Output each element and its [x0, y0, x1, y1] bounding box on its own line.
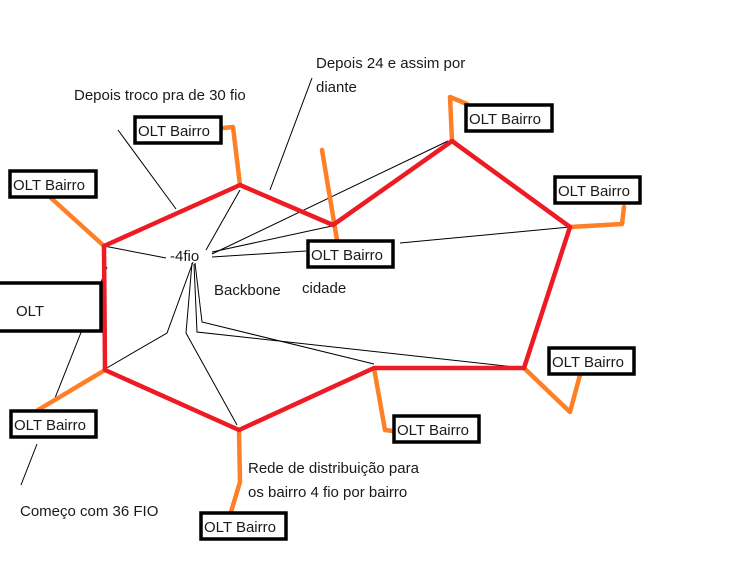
olt-main-label: OLT: [16, 303, 44, 320]
annotation-rede-line1: Rede de distribuição para: [248, 460, 420, 477]
olt-bairro-box: OLT Bairro: [464, 103, 554, 133]
olt-bairro-box: OLT Bairro: [133, 115, 223, 145]
olt-bairro-box: OLT Bairro: [553, 175, 642, 205]
olt-bairro-box: OLT Bairro: [392, 414, 481, 444]
olt-bairro-label: OLT Bairro: [558, 183, 630, 200]
olt-bairro-label: OLT Bairro: [204, 519, 276, 536]
annotation-troco: Depois troco pra de 30 fio: [74, 87, 246, 104]
olt-bairro-label: OLT Bairro: [469, 111, 541, 128]
olt-bairro-label: OLT Bairro: [13, 177, 85, 194]
olt-bairro-label: OLT Bairro: [14, 417, 86, 434]
annotation-comeco: Começo com 36 FIO: [20, 503, 158, 520]
annotation-rede-line2: os bairro 4 fio por bairro: [248, 484, 407, 501]
olt-bairro-box: OLT Bairro: [8, 169, 98, 199]
backbone-label: Backbone: [214, 282, 281, 299]
backbone-ring: [101, 138, 573, 433]
center-fiber-label: -4fio: [170, 248, 199, 265]
annotation-depois24-line2: diante: [316, 79, 357, 96]
olt-bairro-box: OLT Bairro: [306, 239, 395, 269]
olt-bairro-label: OLT Bairro: [311, 247, 383, 264]
olt-bairro-label: OLT Bairro: [552, 354, 624, 371]
olt-bairro-label: OLT Bairro: [397, 422, 469, 439]
olt-main-box: OLT: [0, 281, 103, 333]
olt-bairro-box: OLT Bairro: [9, 409, 98, 439]
distribution-lines: [35, 94, 627, 515]
olt-bairro-box: OLT Bairro: [547, 346, 636, 376]
olt-bairro-box: OLT Bairro: [199, 511, 288, 541]
annotation-depois24-line1: Depois 24 e assim por: [316, 55, 465, 72]
cidade-label: cidade: [302, 280, 346, 297]
olt-bairro-label: OLT Bairro: [138, 123, 210, 140]
